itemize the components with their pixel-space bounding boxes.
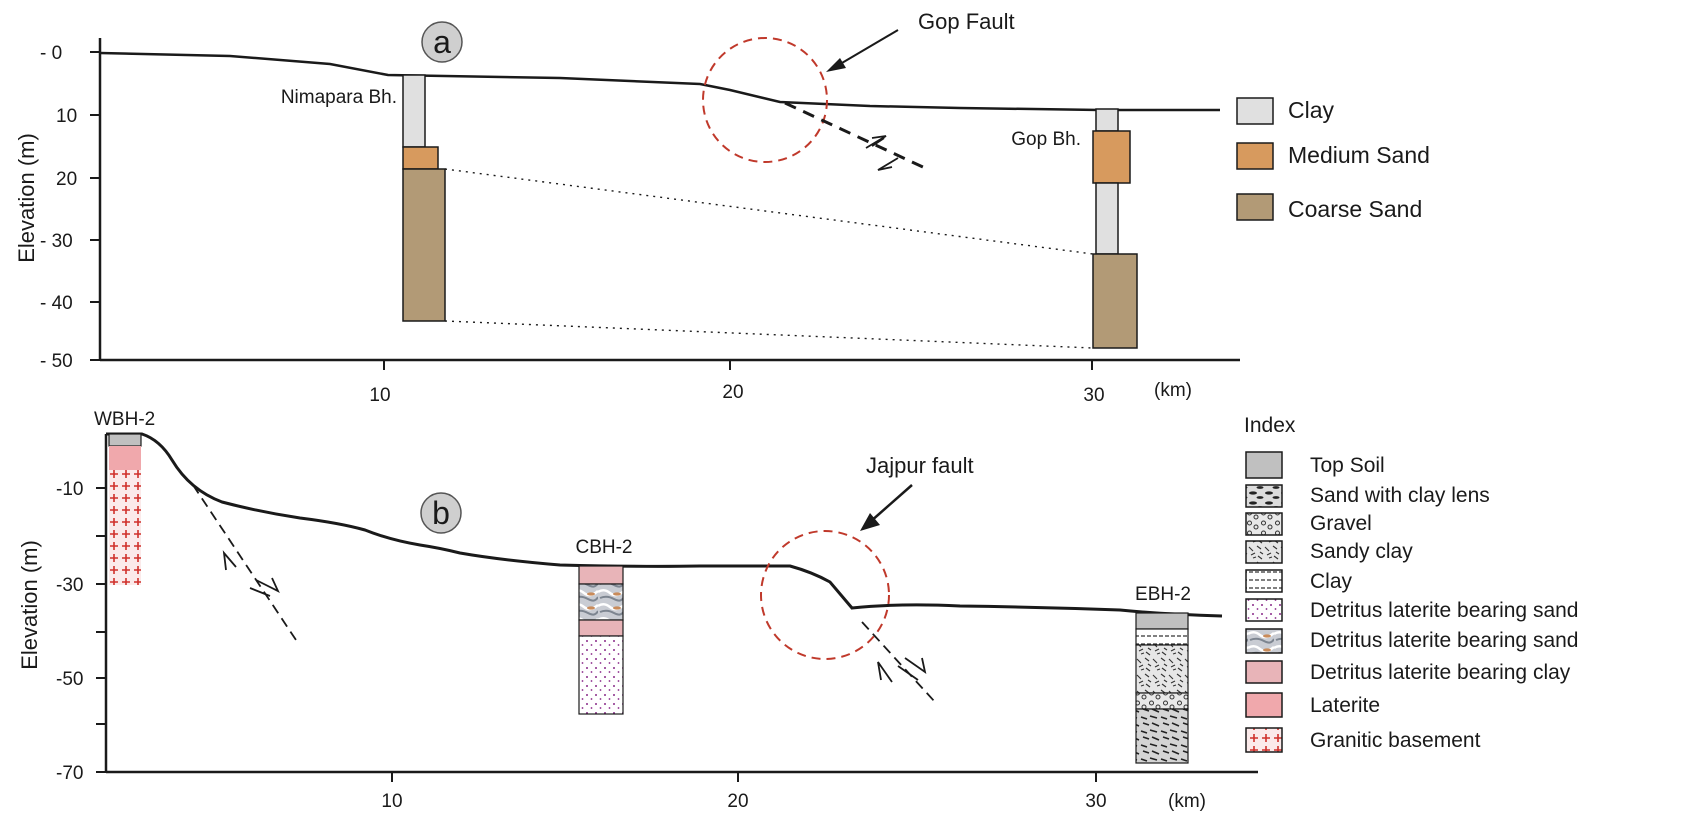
panel-a-x-tick: 30 — [1083, 385, 1104, 406]
panel-b-x-tick: 20 — [727, 791, 748, 812]
index-swatch-laterite — [1245, 692, 1283, 718]
nimapara-clay-layer — [402, 74, 426, 148]
gop-fault-arrowhead — [826, 58, 846, 72]
nimapara-coarse-sand-layer — [402, 168, 446, 322]
index-swatch-sand-with-clay-lens — [1245, 484, 1283, 508]
jajpur-fault-trace — [861, 621, 936, 703]
jajpur-fault-pointer — [869, 484, 913, 523]
index-swatch-pink-clay — [1245, 660, 1283, 684]
panel-a-y-tick: - 40 — [40, 293, 73, 314]
nimapara-borehole-label: Nimapara Bh. — [281, 87, 397, 108]
gop-coarse-sand-layer — [1092, 253, 1138, 349]
panel-b-index: Index Top Soil Sand with clay lens Grave… — [1244, 414, 1578, 753]
jajpur-fault-slip-arrow — [877, 661, 893, 683]
gop-clay-layer-top — [1095, 108, 1119, 132]
panel-a-legend: Clay Medium Sand Coarse Sand — [1236, 97, 1430, 222]
nimapara-medium-sand-layer — [402, 146, 439, 170]
index-label: Laterite — [1310, 694, 1380, 717]
panel-a-y-tick: 10 — [56, 106, 77, 127]
index-swatch-clay — [1245, 569, 1283, 593]
index-label: Detritus laterite bearing clay — [1310, 661, 1571, 684]
panel-a-y-tick: - 50 — [40, 351, 73, 372]
panel-b-badge — [420, 492, 462, 534]
ebh2-sandy-clay — [1135, 644, 1189, 694]
panel-a-y-tick: - 0 — [40, 43, 62, 64]
cbh2-dotted-sand — [578, 635, 624, 715]
gop-fault-circle — [702, 37, 828, 163]
west-fault-slip-arrow — [222, 550, 237, 571]
gop-fault-slip-arrow-up — [865, 135, 887, 149]
index-label: Detritus laterite bearing sand — [1310, 599, 1578, 622]
index-label: Gravel — [1310, 512, 1372, 535]
legend-swatch-coarse-sand — [1236, 193, 1274, 221]
cbh2-pink-clay-top — [578, 565, 624, 585]
gop-fault-label: Gop Fault — [918, 9, 1015, 34]
panel-b: -10 -30 -50 -70 10 20 30 (km) Elevation … — [17, 409, 1578, 812]
legend-label-coarse-sand: Coarse Sand — [1288, 196, 1422, 222]
index-swatch-sandy-clay — [1245, 540, 1283, 564]
index-swatch-dotted-sand — [1245, 598, 1283, 622]
panel-a: - 0 10 20 - 30 - 40 - 50 10 20 30 (km) E… — [14, 9, 1430, 406]
panel-a-x-tick: 20 — [722, 382, 743, 403]
panel-a-y-tick: 20 — [56, 169, 77, 190]
panel-b-badge-letter: b — [432, 495, 450, 531]
gop-fault-slip-arrow-down — [877, 157, 899, 171]
ebh2-sand-with-clay-lens — [1135, 708, 1189, 764]
gop-medium-sand-layer — [1092, 130, 1131, 184]
legend-swatch-clay — [1236, 97, 1274, 125]
panel-a-x-tick: 10 — [369, 385, 390, 406]
cbh2-mottled-sand — [578, 583, 624, 621]
panel-a-badge — [421, 21, 463, 63]
correlation-line-bottom — [444, 320, 1094, 349]
legend-label-medium-sand: Medium Sand — [1288, 142, 1430, 168]
jajpur-fault-circle — [760, 530, 890, 660]
wbh2-top-soil — [108, 433, 142, 447]
correlation-line-top — [444, 168, 1094, 255]
cbh2-label: CBH-2 — [575, 537, 632, 558]
wbh2-laterite — [109, 446, 141, 470]
panel-b-ground-surface — [106, 432, 1223, 618]
index-swatch-mottled-sand — [1245, 628, 1283, 654]
gop-fault-trace — [784, 101, 926, 170]
legend-label-clay: Clay — [1288, 97, 1335, 123]
panel-a-x-unit: (km) — [1154, 380, 1192, 401]
panel-a-y-axis-title: Elevation (m) — [14, 133, 39, 263]
ebh2-clay — [1135, 628, 1189, 646]
wbh2-label: WBH-2 — [94, 409, 155, 430]
panel-b-y-tick: -70 — [56, 763, 83, 784]
cbh2-pink-clay-bottom — [578, 619, 624, 637]
ebh2-label: EBH-2 — [1135, 584, 1191, 605]
jajpur-fault-arrowhead — [860, 513, 880, 531]
index-label: Top Soil — [1310, 454, 1385, 477]
index-label: Sand with clay lens — [1310, 484, 1490, 507]
panel-b-y-tick: -50 — [56, 669, 83, 690]
gop-clay-layer-bottom — [1095, 182, 1119, 255]
index-label: Sandy clay — [1310, 540, 1413, 563]
panel-a-badge-letter: a — [433, 24, 451, 60]
panel-b-x-unit: (km) — [1168, 791, 1206, 812]
panel-b-y-tick: -10 — [56, 479, 83, 500]
legend-swatch-medium-sand — [1236, 142, 1274, 170]
index-label: Granitic basement — [1310, 729, 1481, 752]
panel-b-y-tick: -30 — [56, 575, 83, 596]
index-swatch-granitic-basement — [1245, 727, 1283, 753]
index-title: Index — [1244, 414, 1296, 437]
index-label: Detritus laterite bearing sand — [1310, 629, 1578, 652]
wbh2-granitic-basement — [109, 470, 141, 585]
ebh2-gravel — [1135, 692, 1189, 710]
index-label: Clay — [1310, 570, 1353, 593]
index-swatch-gravel — [1245, 512, 1283, 536]
panel-a-ground-surface — [99, 51, 1220, 112]
gop-borehole-label: Gop Bh. — [1011, 129, 1081, 150]
index-swatch-top-soil — [1245, 451, 1283, 479]
jajpur-fault-label: Jajpur fault — [866, 453, 974, 478]
panel-b-x-tick: 30 — [1085, 791, 1106, 812]
panel-b-y-axis-title: Elevation (m) — [17, 540, 42, 670]
panel-b-x-tick: 10 — [381, 791, 402, 812]
ebh2-top-soil — [1135, 612, 1189, 630]
panel-a-y-tick: - 30 — [40, 231, 73, 252]
